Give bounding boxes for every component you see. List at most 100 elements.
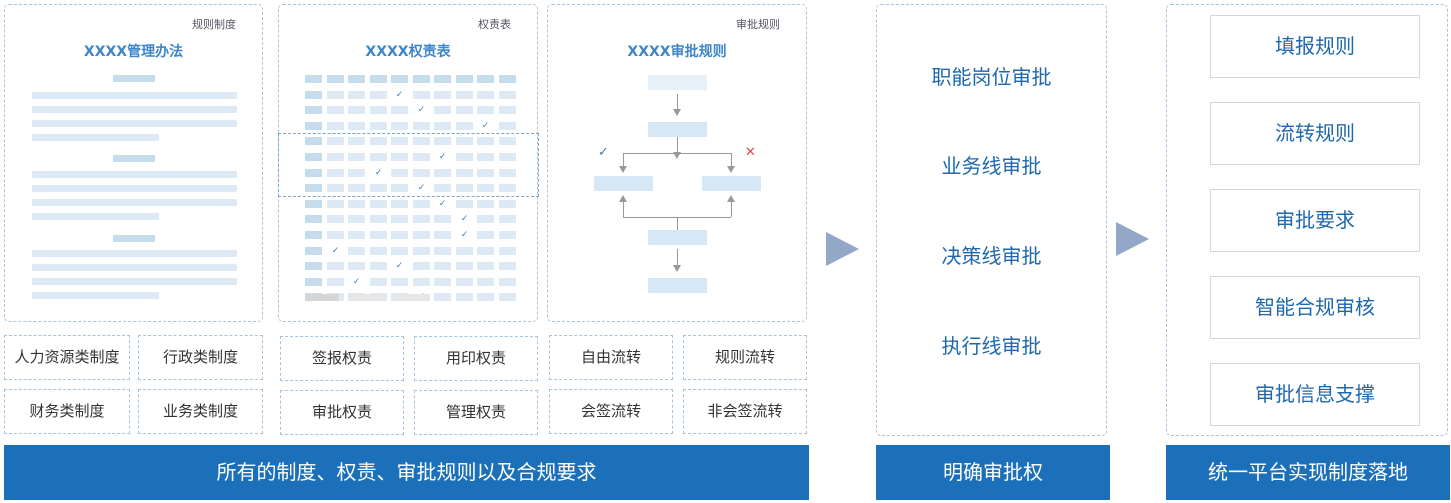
grid-cell	[413, 200, 430, 208]
grid-cell	[477, 169, 494, 177]
grid-cell	[477, 278, 494, 286]
grid-cell	[499, 278, 516, 286]
flow-merge-stem	[677, 217, 678, 230]
grid-cell	[327, 75, 344, 83]
grid-cell	[327, 215, 344, 223]
grid-cell	[477, 262, 494, 270]
grid-cell	[348, 106, 365, 114]
approval-types-panel: 职能岗位审批 业务线审批 决策线审批 执行线审批	[876, 4, 1107, 436]
grid-cell	[499, 122, 516, 130]
grid-cell	[456, 200, 473, 208]
doc-text-line	[32, 134, 159, 141]
flow-step-review	[648, 122, 707, 137]
grid-cell	[434, 106, 451, 114]
grid-cell	[413, 153, 430, 161]
check-icon: ✓	[460, 214, 469, 224]
grid-cell	[370, 262, 387, 270]
policy-doc-title: XXXX管理办法	[83, 44, 184, 60]
grid-cell	[305, 231, 322, 239]
grid-cell	[499, 215, 516, 223]
grid-cell	[456, 293, 473, 301]
grid-cell	[434, 75, 451, 83]
approve-check-icon: ✓	[598, 145, 609, 160]
authority-table-title: XXXX权责表	[365, 44, 451, 60]
grid-cell	[370, 137, 387, 145]
category-non-countersign-flow: 非会签流转	[683, 389, 807, 434]
grid-cell	[327, 200, 344, 208]
grid-cell	[327, 137, 344, 145]
grid-cell	[477, 215, 494, 223]
grid-cell	[434, 231, 451, 239]
grid-cell	[305, 247, 322, 255]
doc-text-line	[32, 106, 237, 113]
grid-cell	[370, 184, 387, 192]
grid-cell	[413, 169, 430, 177]
grid-cell	[477, 184, 494, 192]
grid-cell	[413, 231, 430, 239]
grid-footer-bar	[351, 294, 385, 301]
doc-text-line	[32, 92, 237, 99]
platform-rule-item: 审批信息支撑	[1210, 363, 1420, 426]
flow-stem	[673, 137, 681, 159]
flow-arrow-down	[727, 153, 735, 173]
grid-cell	[370, 200, 387, 208]
grid-cell	[456, 278, 473, 286]
flow-step-merge	[648, 230, 707, 245]
platform-rule-item: 审批要求	[1210, 189, 1420, 252]
grid-cell	[348, 75, 365, 83]
grid-cell	[327, 106, 344, 114]
category-hr-policy: 人力资源类制度	[4, 335, 130, 380]
doc-text-line	[32, 264, 237, 271]
grid-cell	[305, 169, 322, 177]
grid-cell	[434, 122, 451, 130]
doc-text-line	[32, 120, 237, 127]
grid-cell	[348, 215, 365, 223]
doc-text-line	[32, 250, 237, 257]
grid-cell	[456, 247, 473, 255]
flow-step-left	[594, 176, 653, 191]
grid-cell	[391, 231, 408, 239]
grid-cell	[434, 184, 451, 192]
grid-cell	[477, 293, 494, 301]
grid-cell	[391, 247, 408, 255]
grid-cell	[499, 184, 516, 192]
grid-cell	[499, 262, 516, 270]
policy-doc-tag: 规则制度	[192, 18, 236, 31]
grid-cell	[327, 262, 344, 270]
grid-cell	[477, 137, 494, 145]
grid-cell	[370, 215, 387, 223]
check-icon: ✓	[395, 90, 404, 100]
category-manage-authority: 管理权责	[414, 390, 538, 435]
grid-cell	[370, 231, 387, 239]
grid-cell	[434, 293, 451, 301]
grid-cell	[391, 169, 408, 177]
grid-cell	[499, 169, 516, 177]
platform-rule-item: 流转规则	[1210, 102, 1420, 165]
grid-cell	[434, 278, 451, 286]
check-icon: ✓	[352, 277, 361, 287]
grid-cell	[391, 153, 408, 161]
category-sign-authority: 签报权责	[280, 336, 404, 381]
grid-cell	[434, 91, 451, 99]
grid-cell	[477, 153, 494, 161]
grid-cell	[327, 231, 344, 239]
doc-heading-line	[113, 235, 155, 242]
grid-cell	[370, 153, 387, 161]
grid-cell	[305, 91, 322, 99]
category-seal-authority: 用印权责	[414, 336, 538, 381]
grid-cell	[348, 91, 365, 99]
footer-middle-banner: 明确审批权	[876, 445, 1110, 500]
grid-cell	[499, 137, 516, 145]
grid-cell	[348, 122, 365, 130]
grid-cell	[305, 200, 322, 208]
grid-cell	[391, 184, 408, 192]
grid-cell	[305, 262, 322, 270]
grid-footer-bar	[396, 294, 430, 301]
doc-heading-line	[113, 155, 155, 162]
category-business-policy: 业务类制度	[138, 389, 263, 434]
grid-cell	[499, 200, 516, 208]
grid-cell	[499, 293, 516, 301]
grid-cell	[305, 215, 322, 223]
category-finance-policy: 财务类制度	[4, 389, 130, 434]
grid-cell	[305, 75, 322, 83]
